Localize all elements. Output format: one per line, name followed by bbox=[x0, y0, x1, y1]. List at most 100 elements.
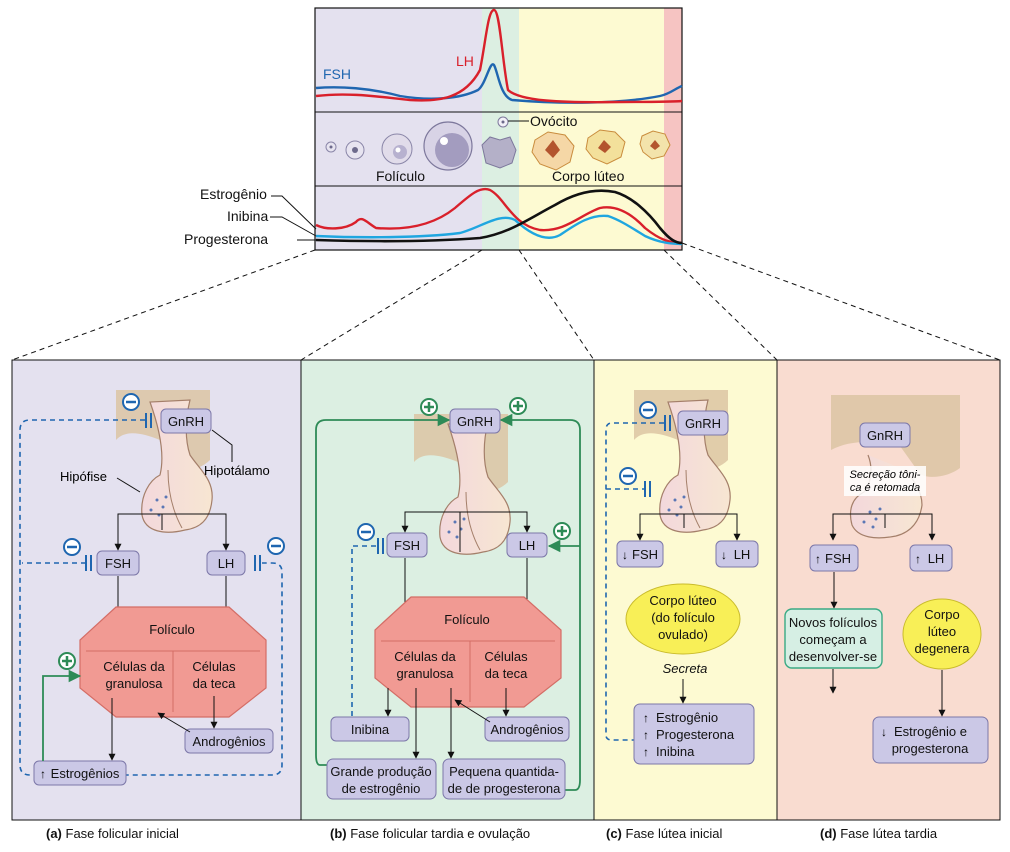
corpus-luteum-line1-c: Corpo lúteo bbox=[649, 593, 716, 608]
new-follicles-line1: Novos folículos bbox=[789, 615, 878, 630]
lh-label-a: LH bbox=[218, 556, 235, 571]
lh-graph-label: LH bbox=[456, 53, 474, 69]
down-arrow-icon: ↓ bbox=[721, 548, 727, 562]
gnrh-label-a: GnRH bbox=[168, 414, 204, 429]
late-luteal-output-line2: progesterona bbox=[892, 741, 969, 756]
lh-label-d: LH bbox=[928, 551, 945, 566]
down-arrow-icon: ↓ bbox=[881, 725, 887, 739]
lh-box-a bbox=[206, 550, 246, 576]
follicle-development-row bbox=[325, 116, 671, 171]
lh-box-c bbox=[715, 540, 759, 568]
inhibin-label-b: Inibina bbox=[351, 722, 390, 737]
granulosa-line1-b: Células da bbox=[394, 649, 456, 664]
up-arrow-icon: ↑ bbox=[915, 552, 921, 566]
granulosa-line2-a: granulosa bbox=[105, 676, 163, 691]
panel-b: GnRH FSH LH Folículo C bbox=[315, 397, 581, 800]
lh-curve bbox=[315, 8, 683, 104]
hypothalamus-label: Hipotálamo bbox=[204, 463, 270, 478]
estrogen-production-line1: Grande produção bbox=[330, 764, 431, 779]
gnrh-box-c bbox=[677, 410, 729, 436]
corpus-luteum-graph-label: Corpo lúteo bbox=[552, 168, 625, 184]
lh-box-b bbox=[506, 532, 548, 558]
corpus-luteum-oval-d bbox=[902, 598, 982, 670]
progesterone-production-box bbox=[442, 758, 566, 800]
down-arrow-icon: ↓ bbox=[622, 548, 628, 562]
fsh-label-c: FSH bbox=[632, 547, 658, 562]
caption-b: (b) Fase folicular tardia e ovulação bbox=[330, 826, 530, 841]
fsh-label-b: FSH bbox=[394, 538, 420, 553]
new-follicles-line2: começam a bbox=[799, 632, 867, 647]
estrogens-box-a bbox=[33, 760, 127, 786]
fsh-box-b bbox=[386, 532, 428, 558]
progesterone-graph-label: Progesterona bbox=[184, 231, 268, 247]
follicle-graph-label: Folículo bbox=[376, 168, 425, 184]
up-arrow-icon: ↑ bbox=[40, 767, 46, 781]
corpus-luteum-line3-c: ovulado) bbox=[658, 627, 708, 642]
follicle-shape-b bbox=[374, 596, 562, 708]
lh-label-c: LH bbox=[734, 547, 751, 562]
fsh-box-d bbox=[809, 544, 859, 572]
fsh-curve bbox=[315, 63, 683, 104]
luteal-phase-band bbox=[519, 8, 664, 250]
corpus-degenerates-line2: lúteo bbox=[928, 624, 956, 639]
progesterone-production-line2: de de progesterona bbox=[448, 781, 562, 796]
theca-line1-b: Células bbox=[484, 649, 528, 664]
androgens-label-a: Androgênios bbox=[193, 734, 266, 749]
inhibin-graph-label: Inibina bbox=[227, 208, 268, 224]
gnrh-box-d bbox=[859, 422, 911, 448]
panel-a: GnRH Hipófise Hipotálamo FSH LH bbox=[19, 390, 285, 786]
theca-line1-a: Células bbox=[192, 659, 236, 674]
gnrh-label-d: GnRH bbox=[867, 428, 903, 443]
fsh-graph-label: FSH bbox=[323, 66, 351, 82]
top-graph: FSH LH Ovócito Folículo bbox=[184, 7, 683, 251]
fsh-label-a: FSH bbox=[105, 556, 131, 571]
ovulation-band bbox=[482, 8, 519, 250]
tonic-secretion-line1: Secreção tôni- bbox=[850, 469, 921, 481]
estrogens-label-a: Estrogênios bbox=[51, 766, 120, 781]
fsh-label-d: FSH bbox=[825, 551, 851, 566]
panel-d: GnRH Secreção tôni- ca é retomada ↑ FSH … bbox=[784, 395, 989, 764]
gnrh-box-a bbox=[160, 408, 212, 434]
luteal-progesterone-label: Progesterona bbox=[656, 727, 735, 742]
theca-line2-a: da teca bbox=[193, 676, 236, 691]
corpus-luteum-oval-c bbox=[625, 583, 741, 655]
projection-lines bbox=[11, 242, 1001, 361]
panel-c: GnRH ↓ FSH ↓ LH Corpo lúteo (do folículo… bbox=[605, 390, 759, 765]
late-luteal-band bbox=[664, 8, 682, 250]
corpus-degenerates-line1: Corpo bbox=[924, 607, 959, 622]
up-arrow-icon: ↑ bbox=[643, 745, 649, 759]
positive-loop-b bbox=[315, 413, 451, 766]
estrogen-production-box bbox=[326, 758, 437, 800]
inhibin-curve bbox=[315, 214, 683, 246]
feedback-loop-c bbox=[605, 422, 664, 741]
fsh-box-c bbox=[616, 540, 664, 568]
estrogen-curve bbox=[315, 187, 683, 245]
progesterone-curve bbox=[315, 189, 683, 245]
tonic-secretion-line2: ca é retomada bbox=[850, 482, 920, 494]
androgens-label-b: Androgênios bbox=[491, 722, 564, 737]
granulosa-line2-b: granulosa bbox=[396, 666, 454, 681]
up-arrow-icon: ↑ bbox=[643, 711, 649, 725]
feedback-loop-a bbox=[19, 419, 283, 776]
oocyte-label: Ovócito bbox=[530, 113, 578, 129]
granulosa-line1-a: Células da bbox=[103, 659, 165, 674]
caption-c: (c) Fase lútea inicial bbox=[606, 826, 722, 841]
corpus-degenerates-line3: degenera bbox=[915, 641, 971, 656]
gnrh-label-c: GnRH bbox=[685, 416, 721, 431]
lh-label-b: LH bbox=[519, 538, 536, 553]
late-luteal-output-line1: Estrogênio e bbox=[894, 724, 967, 739]
luteal-estrogen-label: Estrogênio bbox=[656, 710, 718, 725]
up-arrow-icon: ↑ bbox=[643, 728, 649, 742]
new-follicles-box bbox=[784, 608, 883, 669]
follicle-title-a: Folículo bbox=[149, 622, 195, 637]
follicle-title-b: Folículo bbox=[444, 612, 490, 627]
fsh-box-a bbox=[96, 550, 140, 576]
inhibin-box-b bbox=[330, 716, 410, 742]
theca-line2-b: da teca bbox=[485, 666, 528, 681]
estrogen-production-line2: de estrogênio bbox=[342, 781, 421, 796]
estrogen-graph-label: Estrogênio bbox=[200, 186, 267, 202]
captions: (a) Fase folicular inicial (b) Fase foli… bbox=[46, 826, 938, 841]
gnrh-label-b: GnRH bbox=[457, 414, 493, 429]
lh-box-d bbox=[909, 544, 953, 572]
